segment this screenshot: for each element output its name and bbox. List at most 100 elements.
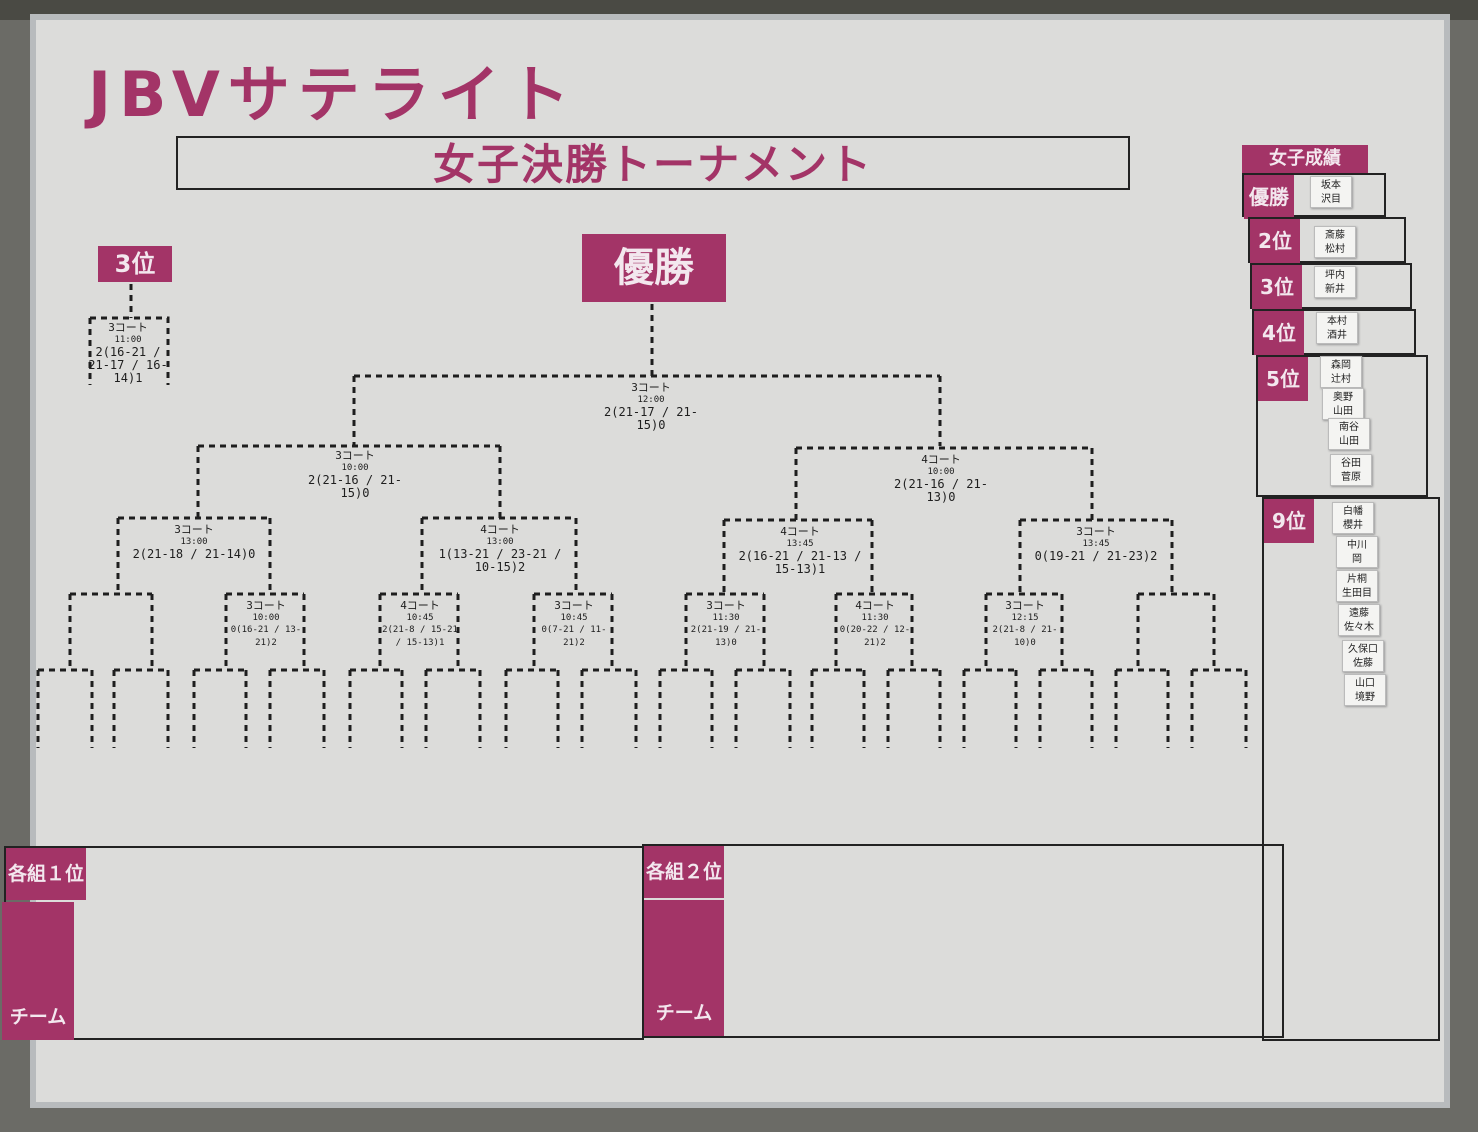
- match-r16-4: 3コート 10:45 0(7-21 / 11-21)2: [534, 600, 614, 650]
- final-line: [352, 304, 942, 446]
- match-r16-2: 3コート 10:00 0(16-21 / 13-21)2: [226, 600, 306, 650]
- results-row-9th: 9位: [1262, 497, 1440, 1041]
- match-qf-4: 3コート 13:45 0(19-21 / 21-23)2: [1034, 526, 1158, 563]
- team-tag: 片桐生田目: [1336, 570, 1378, 602]
- match-time: 13:45: [786, 539, 814, 549]
- match-r16-3: 4コート 10:45 2(21-8 / 15-21 / 15-13)1: [380, 600, 460, 650]
- match-court: 3コート: [174, 523, 214, 536]
- match-qf-3: 4コート 13:45 2(16-21 / 21-13 / 15-13)1: [736, 526, 864, 576]
- match-r16-7: 3コート 12:15 2(21-8 / 21-10)0: [986, 600, 1064, 650]
- match-score: 2(16-21 / 21-17 / 16-14)1: [88, 345, 168, 385]
- match-score: 2(21-8 / 15-21 / 15-13)1: [382, 625, 458, 648]
- match-court: 4コート: [480, 523, 520, 536]
- r16-line: [68, 592, 1216, 670]
- third-place-line: [88, 284, 170, 385]
- player-name: 片桐: [1347, 574, 1367, 585]
- match-score: 0(19-21 / 21-23)2: [1034, 549, 1158, 563]
- match-time: 13:45: [1082, 539, 1110, 549]
- qf-line: [116, 516, 1174, 594]
- player-name: 谷田: [1341, 458, 1361, 469]
- player-name: 斎藤: [1325, 230, 1345, 241]
- player-name: 白幡: [1343, 506, 1363, 517]
- player-name: 中川: [1347, 540, 1367, 551]
- player-name: 南谷: [1339, 422, 1359, 433]
- match-court: 3コート: [246, 599, 286, 612]
- player-name: 久保口: [1348, 644, 1378, 655]
- results-row-3rd: 3位: [1250, 263, 1412, 309]
- group1-label: 各組１位: [6, 848, 86, 900]
- team-tag: 奥野山田: [1322, 388, 1364, 420]
- third-place-label: 3位: [98, 246, 172, 282]
- player-name: 山田: [1333, 406, 1353, 417]
- match-time: 12:00: [637, 395, 665, 405]
- results-header: 女子成績: [1242, 145, 1368, 173]
- match-r16-5: 3コート 11:30 2(21-19 / 21-13)0: [686, 600, 766, 650]
- match-court: 4コート: [921, 453, 961, 466]
- player-name: 酒井: [1327, 330, 1347, 341]
- group2-team-label: チーム: [644, 900, 724, 1036]
- results-row-2nd: 2位: [1248, 217, 1406, 263]
- team-tag: 坪内新井: [1314, 266, 1356, 298]
- r32-line: [36, 668, 1248, 748]
- results-label: 3位: [1252, 265, 1302, 309]
- results-label: 2位: [1250, 219, 1300, 263]
- player-name: 新井: [1325, 284, 1345, 295]
- group2-label: 各組２位: [644, 846, 724, 898]
- player-name: 松村: [1325, 244, 1345, 255]
- match-score: 2(21-18 / 21-14)0: [132, 547, 256, 561]
- match-court: 3コート: [706, 599, 746, 612]
- player-name: 坂本: [1321, 180, 1341, 191]
- match-court: 3コート: [631, 381, 671, 394]
- team-tag: 森岡辻村: [1320, 356, 1362, 388]
- player-name: 遠藤: [1349, 608, 1369, 619]
- match-court: 3コート: [1076, 525, 1116, 538]
- player-name: 奥野: [1333, 392, 1353, 403]
- match-score: 0(16-21 / 13-21)2: [230, 625, 302, 648]
- whiteboard: [30, 14, 1450, 1108]
- match-time: 13:00: [180, 537, 208, 547]
- champion-label: 優勝: [582, 234, 726, 302]
- match-time: 11:30: [712, 613, 740, 623]
- team-tag: 坂本沢目: [1310, 176, 1352, 208]
- match-court: 3コート: [108, 321, 148, 334]
- player-name: 櫻井: [1343, 520, 1363, 531]
- player-name: 佐々木: [1344, 622, 1374, 633]
- player-name: 菅原: [1341, 472, 1361, 483]
- match-r16-6: 4コート 11:30 0(20-22 / 12-21)2: [836, 600, 914, 650]
- team-tag: 遠藤佐々木: [1338, 604, 1380, 636]
- semi-left-line: [196, 444, 502, 518]
- match-time: 11:00: [114, 335, 142, 345]
- team-tag: 南谷山田: [1328, 418, 1370, 450]
- match-court: 4コート: [855, 599, 895, 612]
- match-court: 4コート: [400, 599, 440, 612]
- team-tag: 斎藤松村: [1314, 226, 1356, 258]
- group1-team-label: チーム: [2, 902, 74, 1040]
- player-name: 坪内: [1325, 270, 1345, 281]
- match-semi-left: 3コート 10:00 2(21-16 / 21-15)0: [300, 450, 410, 500]
- bracket-lines: [36, 284, 1248, 748]
- match-score: 1(13-21 / 23-21 / 10-15)2: [438, 547, 562, 574]
- match-score: 2(21-17 / 21-15)0: [604, 405, 698, 432]
- match-semi-right: 4コート 10:00 2(21-16 / 21-13)0: [886, 454, 996, 504]
- semi-right-line: [794, 446, 1094, 520]
- match-court: 4コート: [780, 525, 820, 538]
- results-label: 4位: [1254, 311, 1304, 355]
- group2-table: [642, 844, 1284, 1038]
- team-tag: 久保口佐藤: [1342, 640, 1384, 672]
- results-label: 5位: [1258, 357, 1308, 401]
- team-tag: 白幡櫻井: [1332, 502, 1374, 534]
- team-tag: 本村酒井: [1316, 312, 1358, 344]
- match-qf-1: 3コート 13:00 2(21-18 / 21-14)0: [132, 524, 256, 561]
- match-score: 2(16-21 / 21-13 / 15-13)1: [738, 549, 862, 576]
- match-score: 2(21-19 / 21-13)0: [690, 625, 762, 648]
- match-time: 10:00: [341, 463, 369, 473]
- team-tag: 山口境野: [1344, 674, 1386, 706]
- results-label: 9位: [1264, 499, 1314, 543]
- match-score: 2(21-16 / 21-13)0: [894, 477, 988, 504]
- player-name: 生田目: [1342, 588, 1372, 599]
- match-time: 13:00: [486, 537, 514, 547]
- match-time: 11:30: [861, 613, 889, 623]
- player-name: 佐藤: [1353, 658, 1373, 669]
- results-row-4th: 4位: [1252, 309, 1416, 355]
- group1-table: [4, 846, 644, 1040]
